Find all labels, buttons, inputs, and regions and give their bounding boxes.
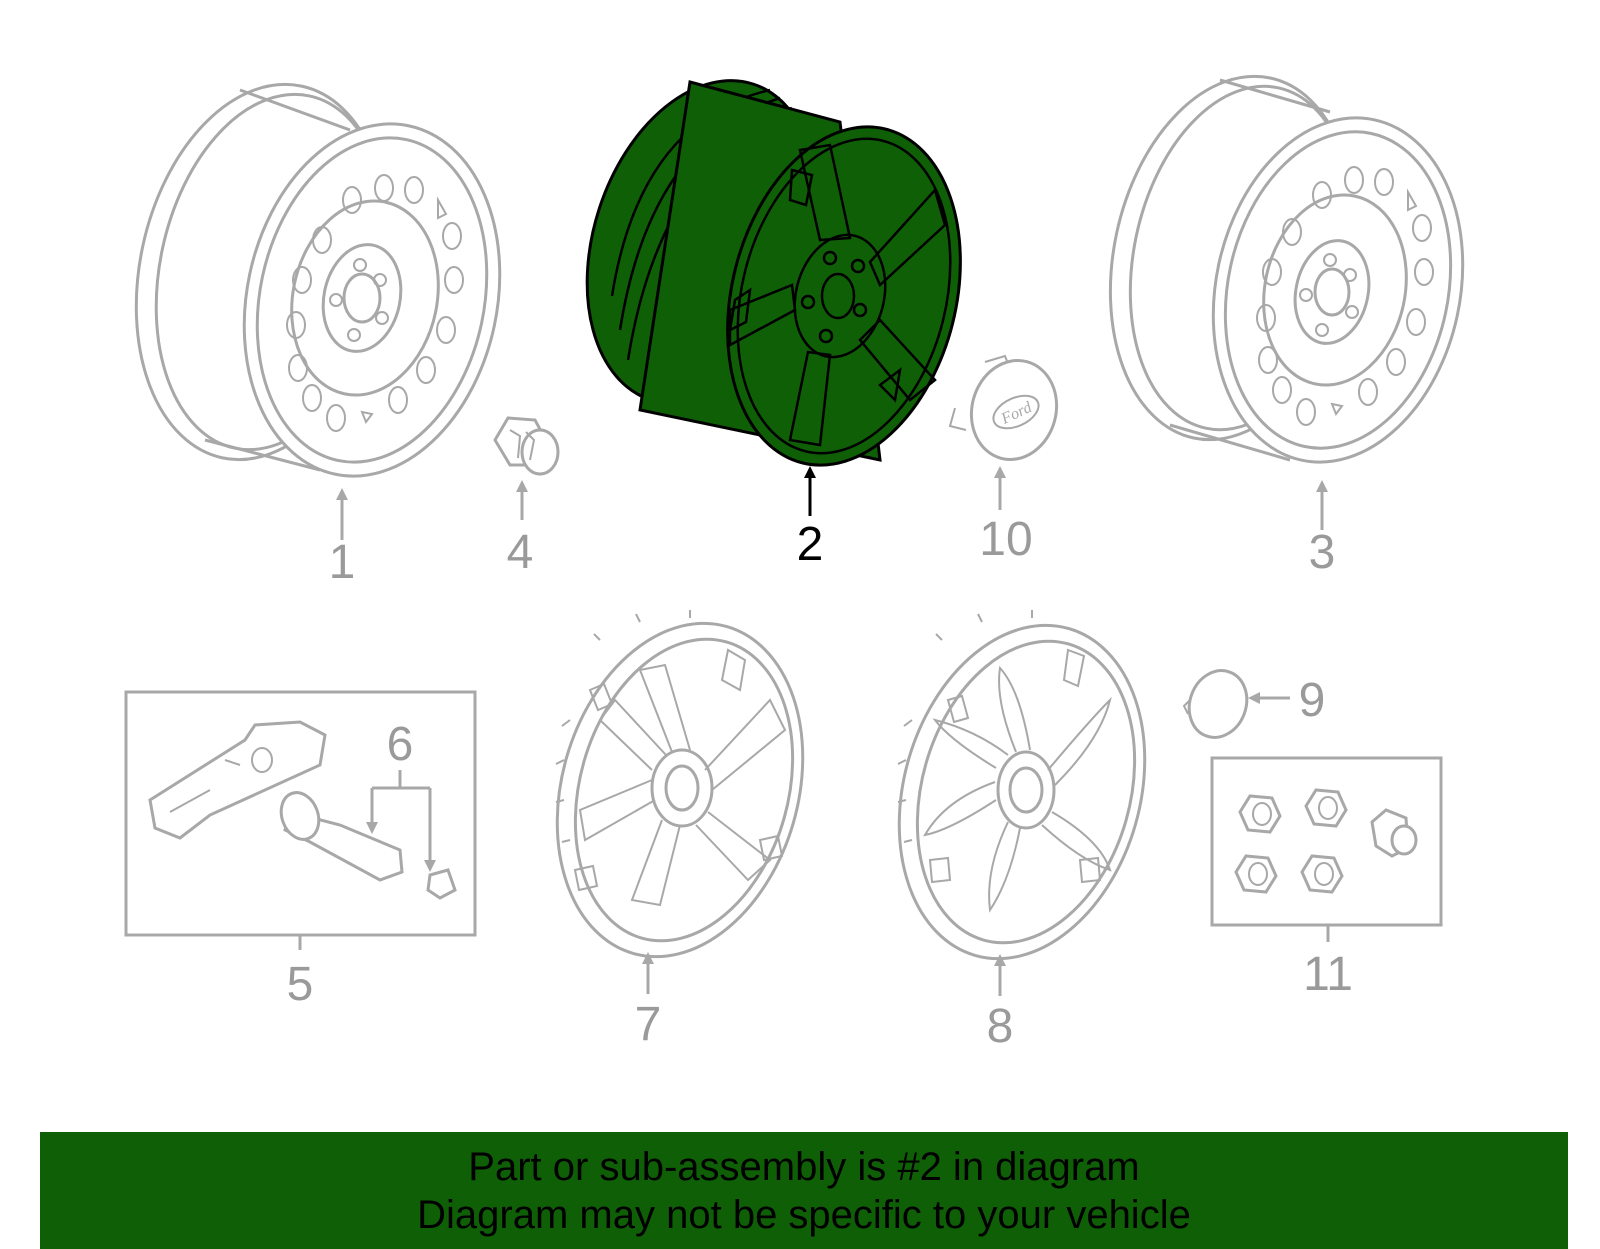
- info-banner: Part or sub-assembly is #2 in diagram Di…: [40, 1132, 1568, 1249]
- callout-arrow-10: [994, 466, 1006, 510]
- part-label-9[interactable]: 9: [1299, 674, 1326, 727]
- lug-nut-kit-11-icon[interactable]: [1210, 756, 1443, 927]
- part-label-1[interactable]: 1: [329, 536, 356, 589]
- part-label-5[interactable]: 5: [287, 958, 314, 1011]
- part-label-2[interactable]: 2: [797, 518, 824, 571]
- part-label-6[interactable]: 6: [387, 718, 414, 771]
- callout-arrow-8: [994, 954, 1006, 996]
- alloy-wheel-2-icon[interactable]: [548, 51, 994, 490]
- wheel-cover-8-icon[interactable]: [862, 596, 1183, 988]
- banner-line-disclaimer: Diagram may not be specific to your vehi…: [417, 1192, 1191, 1237]
- banner-line-part: Part or sub-assembly is #2 in diagram: [468, 1144, 1140, 1189]
- part-label-8[interactable]: 8: [987, 1000, 1014, 1053]
- callout-arrow-7: [642, 952, 654, 994]
- callout-arrow-3: [1316, 480, 1328, 530]
- callout-arrow-2: [804, 466, 816, 516]
- callout-arrow-6: [366, 770, 436, 872]
- steel-wheel-1-icon[interactable]: [103, 61, 531, 500]
- part-label-3[interactable]: 3: [1309, 526, 1336, 579]
- wheel-cover-7-icon[interactable]: [520, 594, 841, 986]
- steel-wheel-3-icon[interactable]: [1078, 53, 1493, 485]
- center-cap-9-icon[interactable]: [1180, 662, 1256, 745]
- center-cap-10-icon[interactable]: Ford: [948, 351, 1068, 469]
- tpms-kit-5-icon[interactable]: [124, 690, 477, 937]
- part-label-11[interactable]: 11: [1303, 948, 1353, 1001]
- callout-arrow-4: [516, 480, 528, 520]
- callout-arrow-1: [336, 488, 348, 540]
- part-label-4[interactable]: 4: [507, 526, 534, 579]
- part-label-10[interactable]: 10: [979, 513, 1032, 566]
- lug-nut-4-icon[interactable]: [493, 416, 560, 476]
- callout-arrow-9: [1248, 692, 1290, 704]
- part-label-7[interactable]: 7: [635, 998, 662, 1051]
